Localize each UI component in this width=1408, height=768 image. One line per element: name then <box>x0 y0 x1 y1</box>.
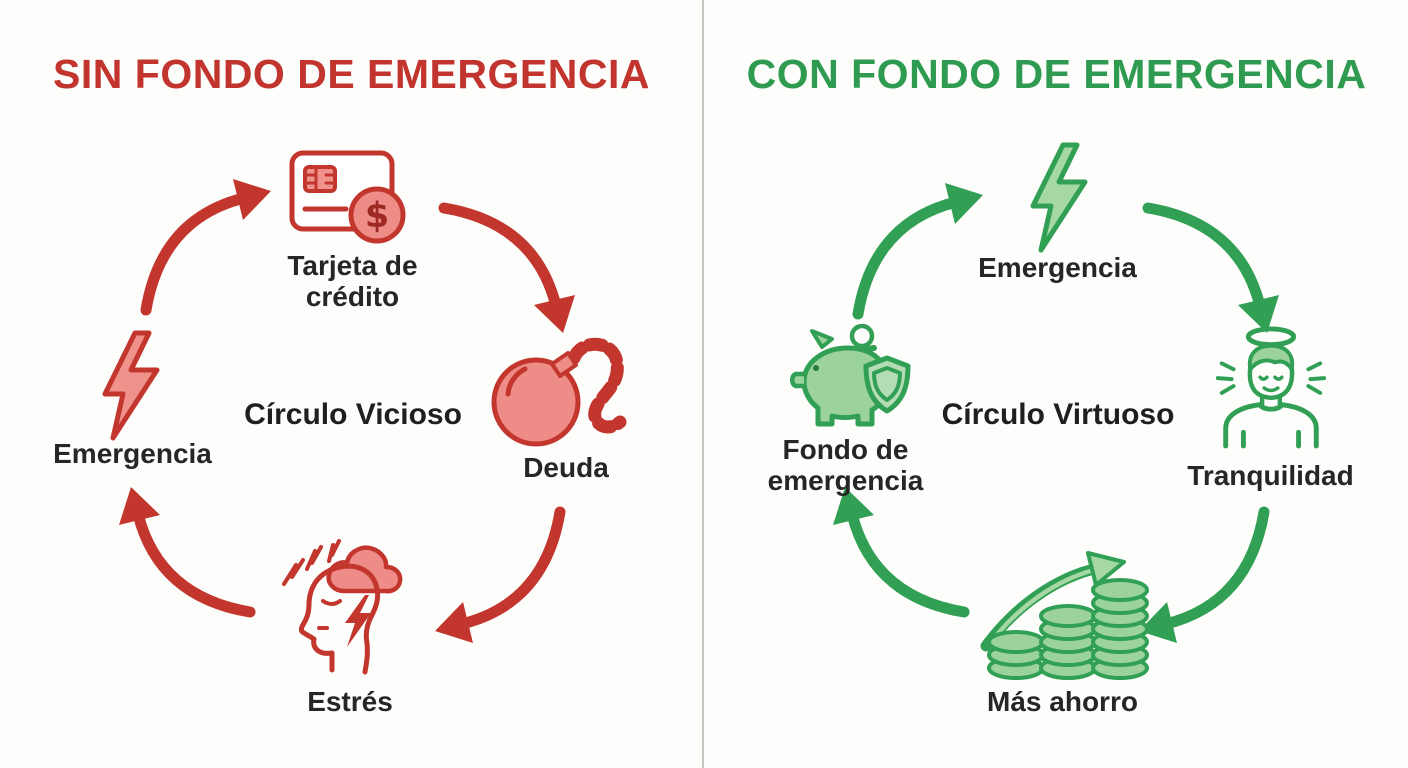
lightning-bolt-icon <box>1030 142 1088 253</box>
credit-card-icon: $ <box>289 150 406 244</box>
left-panel-title: SIN FONDO DE EMERGENCIA <box>53 51 650 97</box>
arrow-deuda-to-estres-icon <box>435 506 566 643</box>
arrow-emergencia-to-tranquilidad-icon <box>1142 202 1279 333</box>
arrow-tranquilidad-to-ahorro-icon <box>1139 506 1270 643</box>
arrow-emergencia-to-tarjeta-icon <box>140 179 271 316</box>
node-label-emergencia-left: Emergencia <box>53 438 212 469</box>
coin-stacks-growth-icon <box>980 551 1149 680</box>
panel-divider <box>702 0 704 768</box>
right-panel-title: CON FONDO DE EMERGENCIA <box>746 51 1367 97</box>
calm-person-icon <box>1215 326 1327 449</box>
left-center-label: Círculo Vicioso <box>244 398 462 431</box>
node-label-emergencia-right: Emergencia <box>978 252 1137 283</box>
lightning-bolt-icon <box>102 330 160 441</box>
node-label-tranquilidad: Tranquilidad <box>1187 460 1354 491</box>
piggy-bank-shield-icon <box>790 324 911 427</box>
arrow-fondo-to-emergencia-icon <box>852 183 983 320</box>
node-label-tarjeta: Tarjeta de crédito <box>287 250 418 313</box>
arrow-tarjeta-to-deuda-icon <box>438 202 575 333</box>
stressed-head-icon <box>282 539 403 675</box>
arrow-estres-to-emergencia-icon <box>119 487 256 618</box>
arrow-ahorro-to-fondo-icon <box>833 487 970 618</box>
ball-and-chain-icon <box>491 337 627 447</box>
node-label-deuda: Deuda <box>523 452 609 483</box>
node-label-estres: Estrés <box>307 686 393 717</box>
node-label-fondo-de-emergencia: Fondo de emergencia <box>767 434 924 497</box>
svg-text:$: $ <box>365 196 389 236</box>
right-center-label: Círculo Virtuoso <box>941 398 1175 431</box>
node-label-mas-ahorro: Más ahorro <box>987 686 1138 717</box>
